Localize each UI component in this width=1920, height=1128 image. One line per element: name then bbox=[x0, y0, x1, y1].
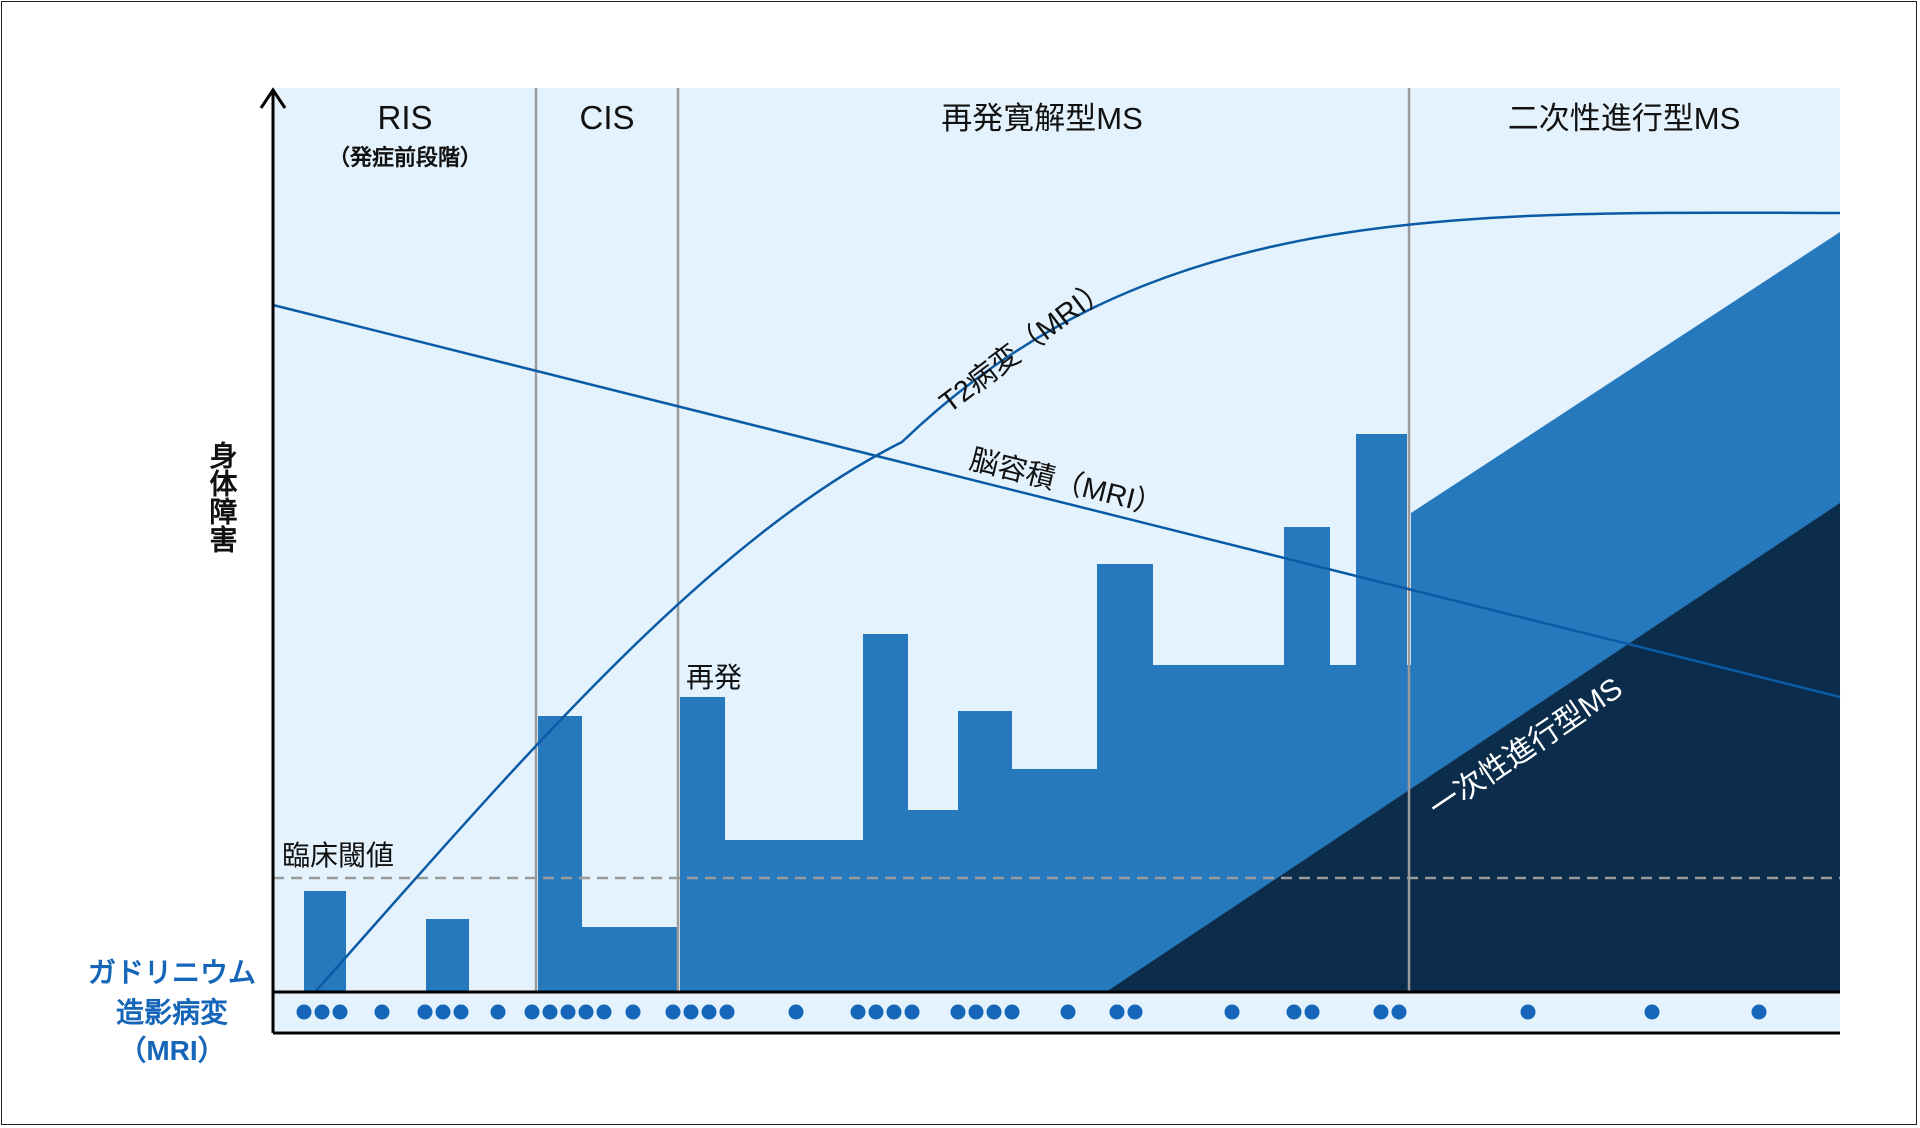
phase-label-rrms: 再発寛解型MS bbox=[941, 101, 1143, 136]
gadolinium-dot bbox=[1060, 1004, 1076, 1020]
y-axis-label: 身体障害 bbox=[207, 440, 238, 553]
gadolinium-dot bbox=[596, 1004, 612, 1020]
y-axis-arrow bbox=[259, 87, 287, 109]
gadolinium-label-line2: 造影病変 bbox=[116, 996, 228, 1028]
gadolinium-dot bbox=[1520, 1004, 1536, 1020]
gadolinium-dot bbox=[524, 1004, 540, 1020]
gadolinium-dot bbox=[683, 1004, 699, 1020]
gadolinium-dot bbox=[904, 1004, 920, 1020]
phase-label-spms: 二次性進行型MS bbox=[1508, 101, 1741, 136]
gadolinium-dot bbox=[560, 1004, 576, 1020]
gadolinium-dot bbox=[314, 1004, 330, 1020]
gadolinium-dot bbox=[950, 1004, 966, 1020]
gadolinium-dot bbox=[719, 1004, 735, 1020]
gadolinium-dot bbox=[625, 1004, 641, 1020]
gadolinium-dot bbox=[435, 1004, 451, 1020]
gadolinium-dot bbox=[417, 1004, 433, 1020]
gadolinium-dot bbox=[1304, 1004, 1320, 1020]
gadolinium-dot bbox=[578, 1004, 594, 1020]
gadolinium-dot bbox=[374, 1004, 390, 1020]
gadolinium-dot bbox=[701, 1004, 717, 1020]
gadolinium-dot bbox=[868, 1004, 884, 1020]
gadolinium-label-line3: （MRI） bbox=[118, 1034, 225, 1066]
gadolinium-dot bbox=[1391, 1004, 1407, 1020]
gadolinium-dot bbox=[665, 1004, 681, 1020]
phase-sublabel-ris: （発症前段階） bbox=[328, 145, 482, 170]
phase-label-cis: CIS bbox=[579, 99, 634, 136]
gadolinium-dot bbox=[1644, 1004, 1660, 1020]
brain-volume-line bbox=[272, 303, 1841, 699]
gadolinium-dot bbox=[1127, 1004, 1143, 1020]
gadolinium-dot bbox=[332, 1004, 348, 1020]
gadolinium-dot bbox=[850, 1004, 866, 1020]
gadolinium-label-line1: ガドリニウム bbox=[88, 957, 256, 988]
gadolinium-dot bbox=[788, 1004, 804, 1020]
gadolinium-dot bbox=[542, 1004, 558, 1020]
gadolinium-dot bbox=[1751, 1004, 1767, 1020]
gadolinium-dot bbox=[453, 1004, 469, 1020]
gadolinium-dot bbox=[986, 1004, 1002, 1020]
primary-progressive-area bbox=[1106, 503, 1840, 992]
gadolinium-dots bbox=[296, 1004, 1767, 1020]
gadolinium-dot bbox=[968, 1004, 984, 1020]
gadolinium-dot bbox=[490, 1004, 506, 1020]
dots-strip-background bbox=[273, 993, 1840, 1031]
gadolinium-dot bbox=[296, 1004, 312, 1020]
t2-lesion-curve bbox=[314, 211, 1841, 993]
gadolinium-dot bbox=[1286, 1004, 1302, 1020]
gadolinium-dot bbox=[1373, 1004, 1389, 1020]
clinical-threshold-label: 臨床閾値 bbox=[282, 840, 394, 871]
gadolinium-dot bbox=[1004, 1004, 1020, 1020]
relapse-label: 再発 bbox=[686, 662, 742, 693]
gadolinium-dot bbox=[1224, 1004, 1240, 1020]
phase-label-ris: RIS bbox=[377, 99, 432, 136]
gadolinium-dot bbox=[886, 1004, 902, 1020]
gadolinium-dot bbox=[1109, 1004, 1125, 1020]
